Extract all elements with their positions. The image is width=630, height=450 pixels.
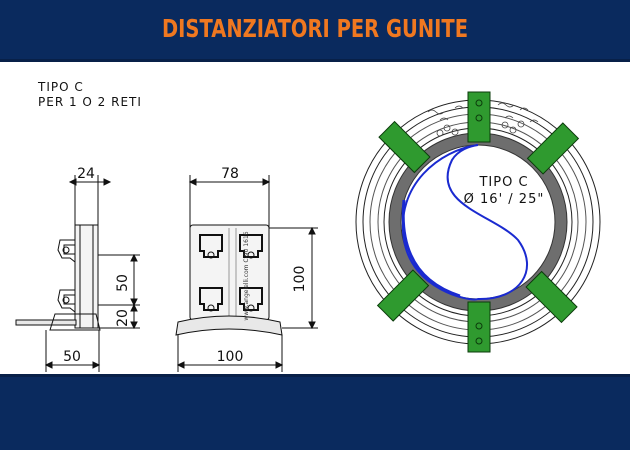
front-width-bottom: 100: [217, 349, 244, 365]
page-title: DISTANZIATORI PER GUNITE: [161, 14, 469, 43]
caption-nets: PER 1 O 2 RETI: [38, 95, 142, 109]
side-width-bottom: 50: [63, 349, 81, 365]
header-band: [0, 0, 630, 62]
section-label-diameter: Ø 16' / 25": [464, 192, 545, 207]
footer-band: [0, 374, 630, 450]
front-stamp: www.angelelli.com C-90 1616: [243, 231, 250, 320]
section-label-type: TIPO C: [478, 175, 528, 190]
side-dim-upper: 50: [115, 274, 131, 292]
caption-type: TIPO C: [38, 80, 84, 94]
front-width-top: 78: [221, 166, 239, 182]
side-dim-lower: 20: [115, 309, 131, 327]
side-width-top: 24: [77, 166, 95, 182]
front-height: 100: [292, 266, 308, 293]
